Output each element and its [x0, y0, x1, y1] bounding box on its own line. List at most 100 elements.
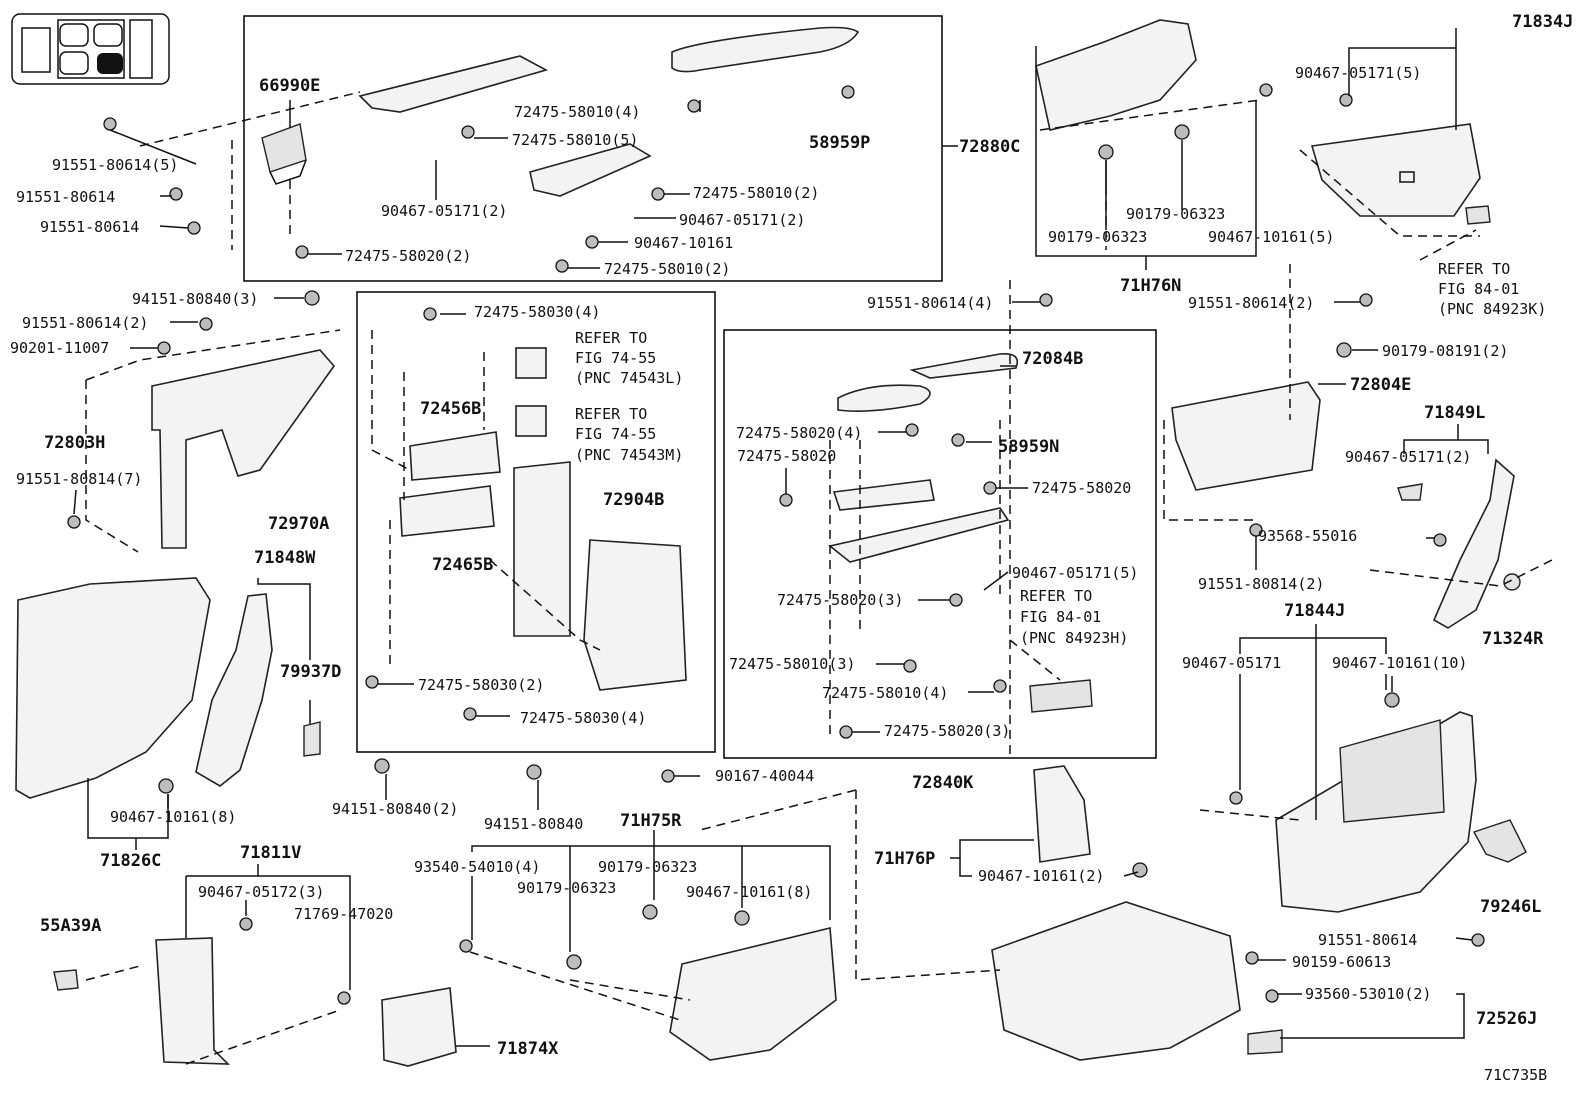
- part-number-label: 90467-10161: [634, 234, 733, 252]
- part-number-label: 72475-58030(2): [418, 676, 544, 694]
- part-number-label: 90467-05171(5): [1295, 64, 1421, 82]
- part-number-label: 90467-05171(5): [1012, 564, 1138, 582]
- part-number-label: 90179-06323: [598, 858, 697, 876]
- part-number-label: 90179-08191(2): [1382, 342, 1508, 360]
- part-number-label: 72465B: [432, 555, 493, 575]
- part-number-label: 90179-06323: [1048, 228, 1147, 246]
- callout-labels: 71834J 90467-05171(5) REFER TO FIG 84-01…: [10, 12, 1573, 1084]
- part-number-label: 72475-58030(4): [520, 709, 646, 727]
- part-number-label: 90467-05171: [1182, 654, 1281, 672]
- part-number-label: 91551-80614: [1318, 931, 1417, 949]
- part-number-label: 91551-80814(7): [16, 470, 142, 488]
- part-number-label: 79246L: [1480, 897, 1541, 917]
- group-box-72880C: [243, 15, 943, 282]
- part-number-label: 72084B: [1022, 349, 1083, 369]
- part-number-label: 71848W: [254, 548, 316, 568]
- part-number-label: 91551-80814(2): [1198, 575, 1324, 593]
- part-number-label: 90467-05172(3): [198, 883, 324, 901]
- part-number-label: 72804E: [1350, 375, 1411, 395]
- part-number-label: 72526J: [1476, 1009, 1537, 1029]
- part-number-label: 90467-05171(2): [1345, 448, 1471, 466]
- part-number-label: 72475-58010(5): [512, 131, 638, 149]
- reference-note: FIG 84-01: [1020, 608, 1101, 626]
- part-number-label: 71874X: [497, 1039, 559, 1059]
- part-number-label: 90467-10161(5): [1208, 228, 1334, 246]
- part-number-label: 71834J: [1512, 12, 1573, 32]
- reference-note: FIG 74-55: [575, 425, 656, 443]
- reference-note: REFER TO: [1020, 587, 1092, 605]
- reference-note: (PNC 74543M): [575, 446, 683, 464]
- part-number-label: 93568-55016: [1258, 527, 1357, 545]
- part-number-label: 72840K: [912, 773, 974, 793]
- part-number-label: 58959N: [998, 437, 1059, 457]
- part-number-label: 71769-47020: [294, 905, 393, 923]
- reference-note: FIG 84-01: [1438, 280, 1519, 298]
- part-number-label: 72880C: [959, 137, 1020, 157]
- dashed-assembly-lines: [85, 91, 1553, 1065]
- part-number-label: 90467-10161(8): [110, 808, 236, 826]
- part-number-label: 91551-80614: [40, 218, 139, 236]
- part-number-label: 79937D: [280, 662, 341, 682]
- part-number-label: 71H76N: [1120, 276, 1181, 296]
- part-number-label: 90467-10161(8): [686, 883, 812, 901]
- part-number-label: 90201-11007: [10, 339, 109, 357]
- part-number-label: 72970A: [268, 514, 329, 534]
- part-number-label: 72475-58020(3): [777, 591, 903, 609]
- part-number-label: 71826C: [100, 851, 161, 871]
- reference-note: (PNC 84923H): [1020, 629, 1128, 647]
- part-number-label: 72475-58010(4): [514, 103, 640, 121]
- reference-note: FIG 74-55: [575, 349, 656, 367]
- part-number-label: 90467-05171(2): [679, 211, 805, 229]
- part-number-label: 66990E: [259, 76, 320, 96]
- part-number-label: 90159-60613: [1292, 953, 1391, 971]
- part-number-label: 71H75R: [620, 811, 682, 831]
- fastener-symbols: [67, 83, 1485, 1005]
- part-number-label: 72475-58020(3): [884, 722, 1010, 740]
- part-number-label: 90167-40044: [715, 767, 814, 785]
- part-number-label: 72475-58020: [1032, 479, 1131, 497]
- reference-note: REFER TO: [575, 329, 647, 347]
- part-number-label: 94151-80840(2): [332, 800, 458, 818]
- part-number-label: 72904B: [603, 490, 664, 510]
- leader-lines: [73, 28, 1489, 1047]
- group-box-72840K: [723, 329, 1157, 759]
- part-number-label: 72475-58020(2): [345, 247, 471, 265]
- part-shapes: [15, 19, 1527, 1067]
- group-box-72970A: [356, 291, 716, 753]
- part-number-label: 94151-80840: [484, 815, 583, 833]
- part-number-label: 55A39A: [40, 916, 101, 936]
- part-number-label: 72803H: [44, 433, 105, 453]
- part-number-label: 72475-58010(2): [693, 184, 819, 202]
- part-number-label: 90467-05171(2): [381, 202, 507, 220]
- vehicle-locator-icon: [11, 13, 170, 85]
- reference-note: REFER TO: [1438, 260, 1510, 278]
- figure-code: 71C735B: [1484, 1066, 1547, 1084]
- part-number-label: 71849L: [1424, 403, 1485, 423]
- part-number-label: 72475-58020: [737, 447, 836, 465]
- part-number-label: 72475-58010(2): [604, 260, 730, 278]
- part-number-label: 91551-80614(5): [52, 156, 178, 174]
- part-number-label: 71324R: [1482, 629, 1544, 649]
- part-number-label: 71811V: [240, 843, 301, 863]
- part-number-label: 93560-53010(2): [1305, 985, 1431, 1003]
- part-number-label: 72475-58030(4): [474, 303, 600, 321]
- part-number-label: 91551-80614(2): [22, 314, 148, 332]
- reference-note: (PNC 84923K): [1438, 300, 1546, 318]
- part-number-label: 72475-58010(4): [822, 684, 948, 702]
- part-number-label: 71844J: [1284, 601, 1345, 621]
- part-number-label: 90467-10161(10): [1332, 654, 1467, 672]
- part-number-label: 93540-54010(4): [414, 858, 540, 876]
- part-number-label: 90179-06323: [517, 879, 616, 897]
- part-number-label: 90467-10161(2): [978, 867, 1104, 885]
- part-number-label: 71H76P: [874, 849, 935, 869]
- part-number-label: 72475-58010(3): [729, 655, 855, 673]
- part-number-label: 91551-80614(2): [1188, 294, 1314, 312]
- part-number-label: 58959P: [809, 133, 870, 153]
- reference-note: (PNC 74543L): [575, 369, 683, 387]
- part-number-label: 72475-58020(4): [736, 424, 862, 442]
- part-number-label: 91551-80614(4): [867, 294, 993, 312]
- part-number-label: 90179-06323: [1126, 205, 1225, 223]
- reference-note: REFER TO: [575, 405, 647, 423]
